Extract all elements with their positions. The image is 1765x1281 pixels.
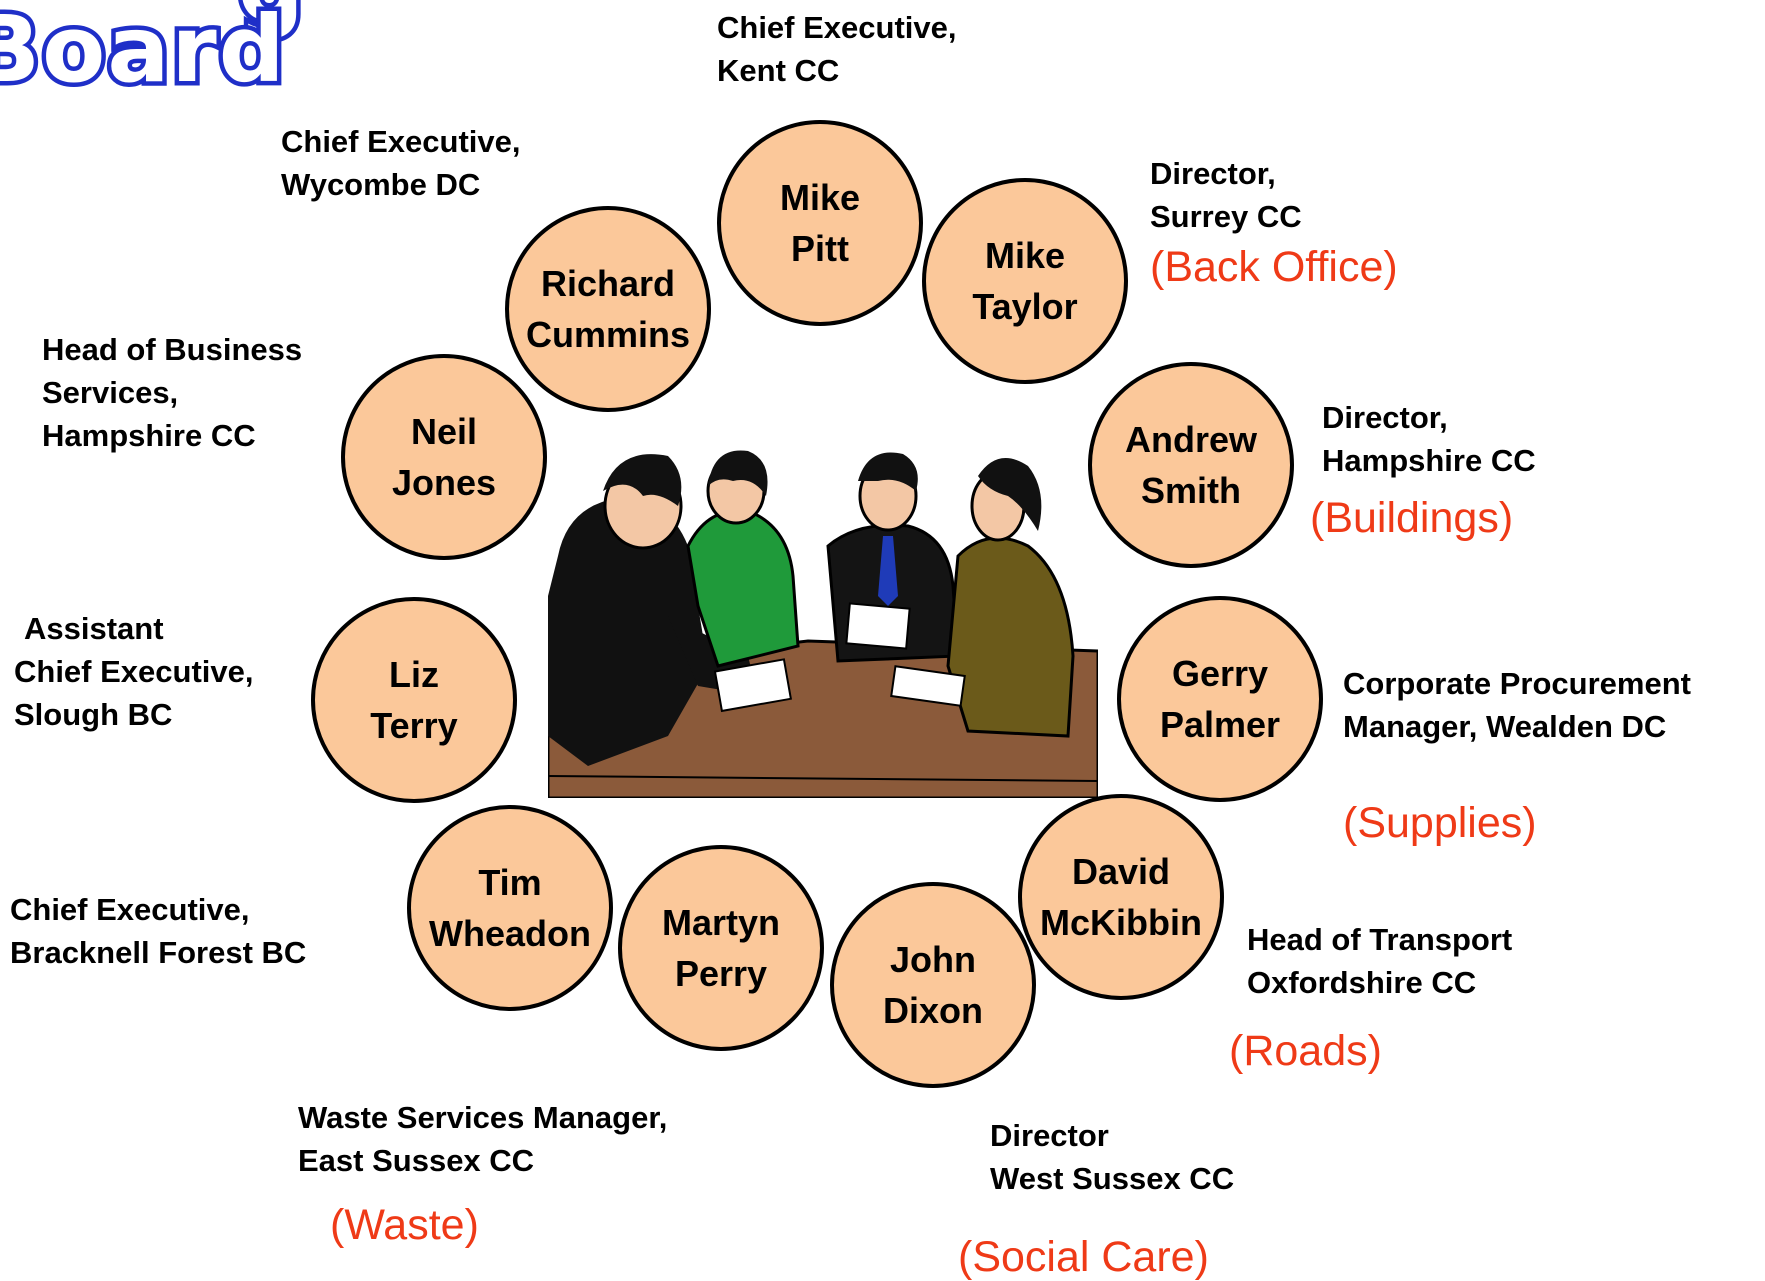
role-line: Chief Executive, — [10, 892, 250, 927]
role-line: Services, — [42, 375, 179, 410]
role-line: Chief Executive, — [14, 654, 254, 689]
meeting-illustration — [548, 436, 1098, 798]
member-circle-neil-jones: Neil Jones — [341, 354, 547, 560]
area-label-mike-taylor: (Back Office) — [1150, 243, 1398, 291]
page-title: g Board — [0, 0, 309, 103]
role-line: Hampshire CC — [42, 418, 256, 453]
member-first-name: Martyn — [661, 902, 781, 943]
role-line: Bracknell Forest BC — [10, 935, 307, 970]
role-line: Hampshire CC — [1322, 443, 1536, 478]
role-line: East Sussex CC — [298, 1143, 535, 1178]
member-first-name: David — [1071, 851, 1171, 892]
member-circle-david-mckibbin: David McKibbin — [1018, 794, 1224, 1000]
member-circle-tim-wheadon: Tim Wheadon — [407, 805, 613, 1011]
role-label-martyn-perry: Waste Services Manager, East Sussex CC — [298, 1096, 667, 1182]
role-line: Chief Executive, — [717, 10, 957, 45]
role-label-neil-jones: Head of Business Services, Hampshire CC — [42, 328, 302, 457]
member-first-name: Liz — [389, 654, 439, 695]
area-label-martyn-perry: (Waste) — [330, 1201, 479, 1249]
role-label-john-dixon: Director West Sussex CC — [990, 1114, 1234, 1200]
member-last-name: Pitt — [791, 228, 849, 269]
role-line: West Sussex CC — [990, 1161, 1235, 1196]
area-label-john-dixon: (Social Care) — [958, 1233, 1209, 1281]
member-circle-richard-cummins: Richard Cummins — [505, 206, 711, 412]
member-circle-martyn-perry: Martyn Perry — [618, 845, 824, 1051]
role-label-tim-wheadon: Chief Executive, Bracknell Forest BC — [10, 888, 306, 974]
member-circle-liz-terry: Liz Terry — [311, 597, 517, 803]
member-last-name: Terry — [370, 705, 458, 746]
member-first-name: Tim — [478, 862, 542, 903]
member-first-name: Mike — [779, 177, 861, 218]
member-last-name: Taylor — [972, 286, 1078, 327]
member-last-name: Smith — [1140, 470, 1241, 511]
member-last-name: Perry — [674, 953, 768, 994]
role-line: Manager, Wealden DC — [1343, 709, 1667, 744]
member-circle-john-dixon: John Dixon — [830, 882, 1036, 1088]
area-label-gerry-palmer: (Supplies) — [1343, 799, 1537, 847]
area-label-andrew-smith: (Buildings) — [1310, 494, 1514, 542]
role-line: Director, — [1150, 156, 1276, 191]
role-line: Kent CC — [717, 53, 840, 88]
role-label-mike-taylor: Director, Surrey CC — [1150, 152, 1302, 238]
member-circle-gerry-palmer: Gerry Palmer — [1117, 596, 1323, 802]
role-line: Head of Business — [42, 332, 303, 367]
title-line-1: g — [234, 0, 309, 38]
role-label-richard-cummins: Chief Executive, Wycombe DC — [281, 120, 520, 206]
role-label-liz-terry: Assistant Chief Executive, Slough BC — [14, 607, 253, 736]
role-label-gerry-palmer: Corporate Procurement Manager, Wealden D… — [1343, 662, 1691, 748]
area-label-david-mckibbin: (Roads) — [1229, 1027, 1382, 1075]
role-line: Assistant — [24, 611, 164, 646]
member-first-name: John — [890, 939, 976, 980]
member-first-name: Mike — [984, 235, 1066, 276]
role-line: Head of Transport — [1247, 922, 1513, 957]
role-line: Oxfordshire CC — [1247, 965, 1477, 1000]
member-circle-mike-pitt: Mike Pitt — [717, 120, 923, 326]
member-circle-andrew-smith: Andrew Smith — [1088, 362, 1294, 568]
member-first-name: Neil — [410, 411, 478, 452]
role-line: Director, — [1322, 400, 1448, 435]
member-first-name: Andrew — [1124, 419, 1257, 460]
role-line: Director — [990, 1118, 1109, 1153]
member-last-name: Palmer — [1159, 704, 1281, 745]
role-label-andrew-smith: Director, Hampshire CC — [1322, 396, 1536, 482]
role-line: Slough BC — [14, 697, 173, 732]
role-line: Waste Services Manager, — [298, 1100, 668, 1135]
role-label-david-mckibbin: Head of Transport Oxfordshire CC — [1247, 918, 1512, 1004]
member-last-name: Cummins — [525, 314, 691, 355]
member-last-name: Dixon — [882, 990, 983, 1031]
title-line-2: Board — [0, 0, 289, 103]
role-line: Corporate Procurement — [1343, 666, 1691, 701]
member-circle-mike-taylor: Mike Taylor — [922, 178, 1128, 384]
role-line: Surrey CC — [1150, 199, 1302, 234]
member-last-name: Wheadon — [429, 913, 591, 954]
member-first-name: Richard — [540, 263, 676, 304]
role-label-mike-pitt: Chief Executive, Kent CC — [717, 6, 956, 92]
member-last-name: Jones — [391, 462, 497, 503]
role-line: Wycombe DC — [281, 167, 481, 202]
member-last-name: McKibbin — [1040, 902, 1202, 943]
member-first-name: Gerry — [1171, 653, 1269, 694]
role-line: Chief Executive, — [281, 124, 521, 159]
